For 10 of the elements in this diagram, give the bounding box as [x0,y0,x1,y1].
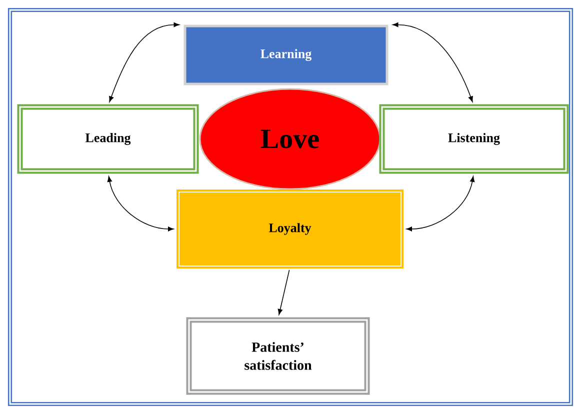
result-box: Patients’ satisfaction [186,317,370,395]
arrow [278,270,290,315]
arrow [107,176,174,232]
process-box: Leading [17,104,199,174]
process-box: Loyalty [176,190,404,268]
arrow [109,22,180,102]
arrow [406,176,475,232]
process-box: Listening [379,104,569,174]
arrow [392,22,473,102]
process-box: Learning [184,24,388,86]
